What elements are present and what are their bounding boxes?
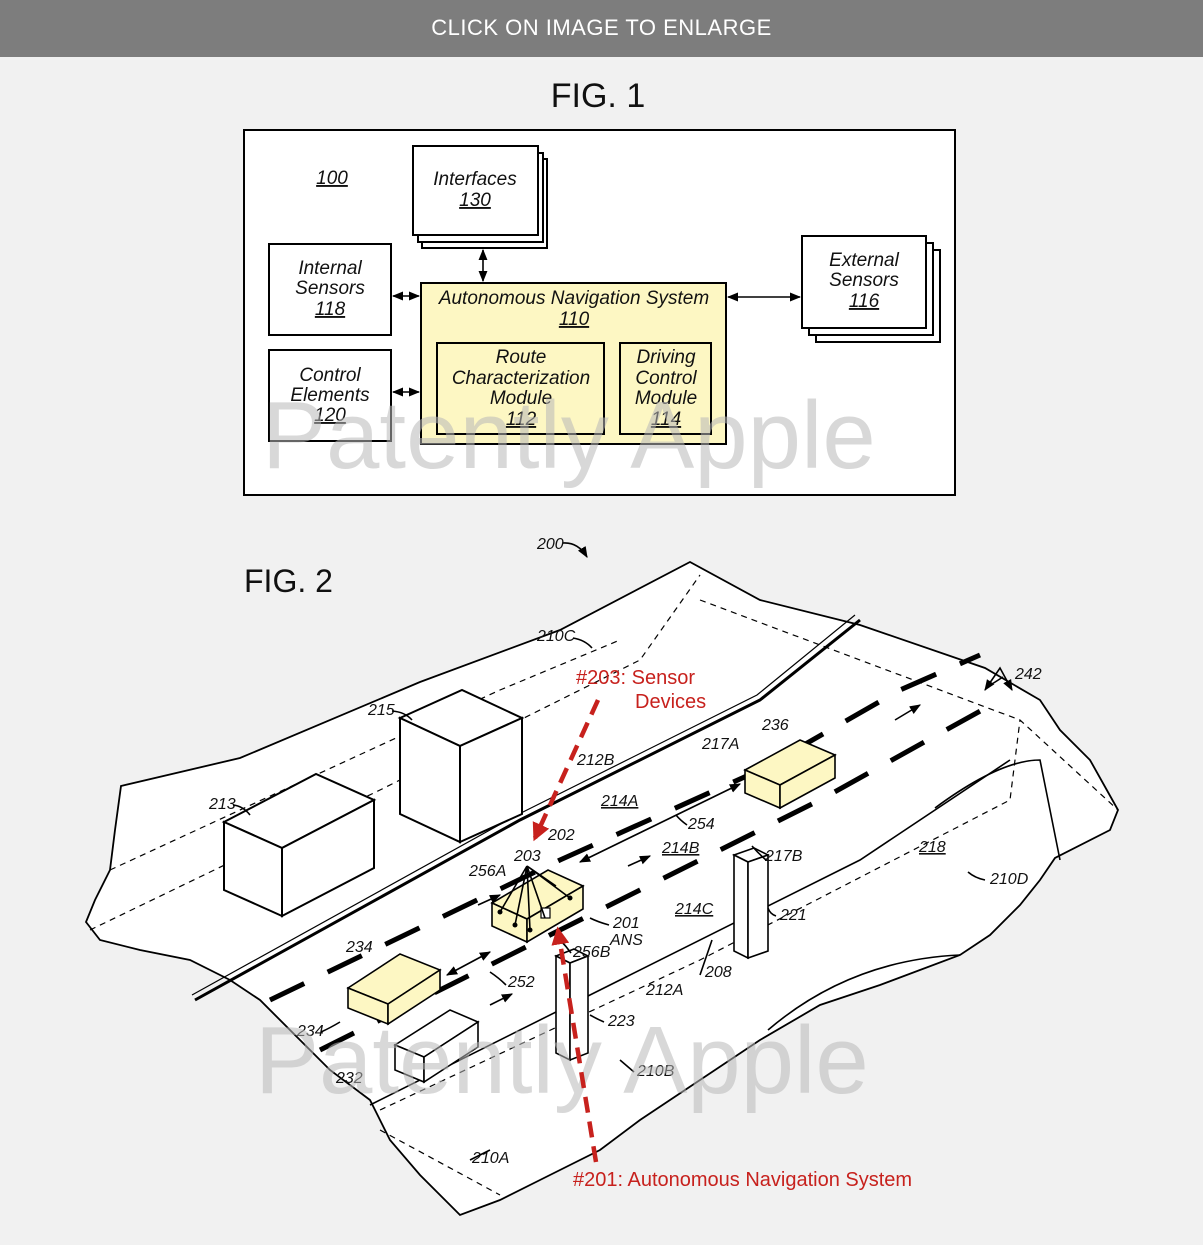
boundary-210A: [379, 1129, 501, 1196]
label-213: 213: [208, 796, 236, 813]
ans-label: Autonomous Navigation System: [438, 288, 709, 309]
label-214B: 214B: [661, 840, 700, 857]
label-256B: 256B: [572, 944, 611, 961]
label-215: 215: [367, 702, 395, 719]
callout-arrow-ans: [551, 926, 599, 1163]
external-sensors-line2: Sensors: [829, 270, 899, 291]
ego-vehicle-202: [490, 865, 585, 944]
route-module-box: Route Characterization Module 112: [436, 342, 605, 435]
driving-module-line2: Control: [635, 368, 697, 389]
label-201: 201: [612, 915, 640, 932]
driving-module-line1: Driving: [636, 347, 696, 368]
fig2-ref-arrow: [562, 542, 588, 558]
enlarge-image-banner[interactable]: CLICK ON IMAGE TO ENLARGE: [0, 0, 1203, 57]
driving-module-number: 114: [651, 409, 681, 430]
label-208: 208: [704, 964, 732, 981]
road-edge-left: [194, 618, 861, 1002]
internal-sensors-number: 118: [315, 299, 346, 320]
callout-arrow-sensor: [532, 699, 601, 842]
external-sensors-number: 116: [849, 291, 880, 312]
road-edge-left-inner: [191, 614, 856, 996]
vehicle-236: [743, 739, 837, 810]
internal-sensors-box: Internal Sensors 118: [268, 243, 392, 336]
interfaces-number: 130: [459, 190, 491, 211]
fig1-ref-100: 100: [316, 168, 348, 189]
ans-number: 110: [559, 309, 590, 330]
driving-module-box: Driving Control Module 114: [619, 342, 712, 435]
direction-arrow-3: [489, 993, 514, 1006]
distance-arrow-254: [578, 783, 742, 863]
callout-sensor-line1: #203: Sensor: [576, 667, 695, 689]
ans-box: Autonomous Navigation System 110 Route C…: [420, 282, 727, 445]
callout-ans: #201: Autonomous Navigation System: [573, 1169, 912, 1191]
route-module-number: 112: [506, 409, 537, 430]
label-232: 232: [335, 1070, 363, 1087]
label-217B: 217B: [764, 848, 803, 865]
internal-sensors-line2: Sensors: [295, 278, 365, 299]
control-elements-number: 120: [314, 405, 346, 426]
label-210B: 210B: [636, 1063, 675, 1080]
label-212A: 212A: [645, 982, 683, 999]
watermark-fig1: Patently Apple: [262, 382, 876, 489]
label-ANS: ANS: [609, 932, 643, 949]
label-214A: 214A: [600, 793, 638, 810]
label-242: 242: [1014, 666, 1042, 683]
label-210C: 210C: [536, 628, 576, 645]
label-202: 202: [547, 827, 575, 844]
terrain-left-curve: [767, 954, 961, 1031]
route-module-line2: Characterization: [452, 368, 590, 389]
external-sensors-line1: External: [829, 250, 899, 271]
label-234-lower: 234: [296, 1023, 324, 1040]
label-212B: 212B: [576, 752, 615, 769]
route-module-line3: Module: [490, 388, 552, 409]
label-203: 203: [513, 848, 541, 865]
post-221: [731, 847, 771, 960]
terrain-inner-curve: [934, 759, 1061, 861]
control-elements-line2: Elements: [290, 385, 370, 406]
direction-arrow-4: [477, 894, 502, 906]
label-236: 236: [761, 717, 789, 734]
label-256A: 256A: [468, 863, 506, 880]
control-elements-line1: Control: [299, 365, 361, 386]
driving-module-line3: Module: [635, 388, 697, 409]
fig1-title: FIG. 1: [551, 77, 645, 115]
width-arrow-242: [984, 666, 1013, 691]
label-210D: 210D: [989, 871, 1029, 888]
interfaces-box: Interfaces 130: [412, 145, 548, 249]
fig2-ref-200: 200: [536, 536, 564, 553]
label-214C: 214C: [674, 901, 714, 918]
label-234-vehicle: 234: [345, 939, 373, 956]
patent-figures[interactable]: FIG. 1 100 Interfaces 130 Internal Senso…: [0, 57, 1203, 1245]
external-sensors-box: External Sensors 116: [801, 235, 941, 343]
label-252: 252: [507, 974, 535, 991]
control-elements-box: Control Elements 120: [268, 349, 392, 442]
label-221: 221: [779, 907, 807, 924]
boundary-210B: [379, 719, 1021, 1111]
label-254: 254: [687, 816, 715, 833]
building-215: [397, 688, 525, 844]
distance-arrow-252: [446, 951, 491, 976]
callout-sensor-line2: Devices: [635, 691, 706, 713]
leader-lines: [232, 637, 1004, 1161]
internal-sensors-line1: Internal: [298, 258, 362, 279]
vehicle-232: [393, 1009, 480, 1084]
building-213: [221, 772, 377, 918]
lane-marking-2: [318, 697, 1002, 1053]
label-218: 218: [918, 839, 946, 856]
fig2-title: FIG. 2: [244, 563, 333, 599]
label-223: 223: [607, 1013, 635, 1030]
vehicle-234: [346, 953, 442, 1026]
direction-arrow-1: [894, 704, 921, 721]
label-217A: 217A: [701, 736, 739, 753]
label-210A: 210A: [471, 1150, 509, 1167]
boundary-far: [109, 639, 621, 871]
interfaces-label: Interfaces: [433, 169, 517, 190]
route-module-line1: Route: [496, 347, 547, 368]
watermark-fig2: Patently Apple: [255, 1007, 869, 1114]
